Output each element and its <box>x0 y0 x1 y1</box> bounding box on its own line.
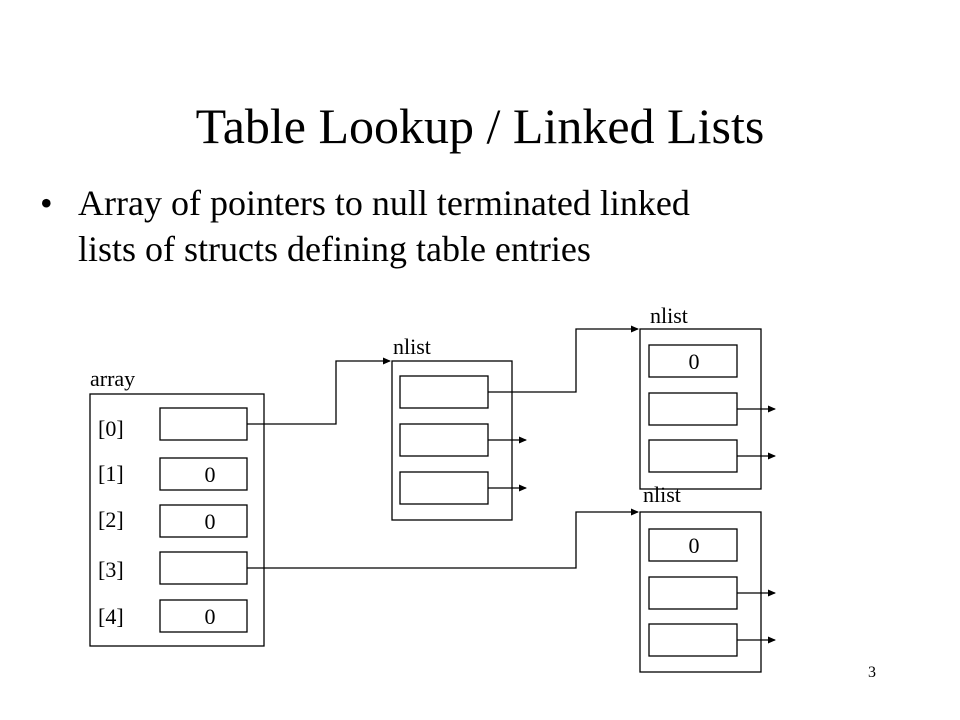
array-index-3: [3] <box>98 557 124 582</box>
nlist-c-value-0: 0 <box>689 533 700 558</box>
bullet-text: Array of pointers to null terminated lin… <box>78 180 868 272</box>
slide-title: Table Lookup / Linked Lists <box>195 98 765 154</box>
bullet-icon: • <box>40 183 53 223</box>
array-outline <box>89 393 265 647</box>
nlist-c-cell-1 <box>648 576 738 610</box>
nlist-c-label: nlist <box>643 482 681 507</box>
array-value-2: 0 <box>205 509 216 534</box>
nlist-b-cell-2 <box>648 439 738 473</box>
bullet-line-1: Array of pointers to null terminated lin… <box>78 183 690 223</box>
nlist-b-struct: nlist 0 <box>639 303 762 490</box>
bullet-line-2: lists of structs defining table entries <box>78 229 591 269</box>
nlist-c-struct: nlist 0 <box>639 482 762 673</box>
nlist-c-cell-2 <box>648 623 738 657</box>
nlist-b-cell-1 <box>648 392 738 426</box>
page-number: 3 <box>868 664 876 681</box>
array-index-0: [0] <box>98 416 124 441</box>
nlist-c-outline <box>639 511 762 673</box>
array-value-4: 0 <box>205 604 216 629</box>
array-struct: array [0] [1] [2] [3] [4] 0 0 0 <box>89 366 265 647</box>
array-cell-3 <box>159 551 248 585</box>
nlist-b-value-0: 0 <box>689 349 700 374</box>
array-value-1: 0 <box>205 462 216 487</box>
pointer-array0-to-nlist-a <box>247 357 391 425</box>
nlist-a-cell-0 <box>399 375 489 409</box>
nlist-a-label: nlist <box>393 334 431 359</box>
nlist-a-cell-2 <box>399 471 489 505</box>
array-index-2: [2] <box>98 507 124 532</box>
nlist-a-cell-1 <box>399 423 489 457</box>
nlist-c-cell-0 <box>648 528 738 562</box>
nlist-a-struct: nlist <box>391 334 513 521</box>
array-cell-2 <box>159 504 248 538</box>
nlist-b-label: nlist <box>650 303 688 328</box>
array-label: array <box>90 366 135 391</box>
nlist-b-cell-0 <box>648 344 738 378</box>
pointer-array3-to-nlist-c <box>247 508 639 569</box>
array-cell-1 <box>159 457 248 491</box>
array-index-1: [1] <box>98 461 124 486</box>
pointer-nlist-a-to-nlist-b <box>488 325 639 393</box>
array-index-4: [4] <box>98 604 124 629</box>
array-cell-4 <box>159 599 248 633</box>
array-cell-0 <box>159 407 248 441</box>
